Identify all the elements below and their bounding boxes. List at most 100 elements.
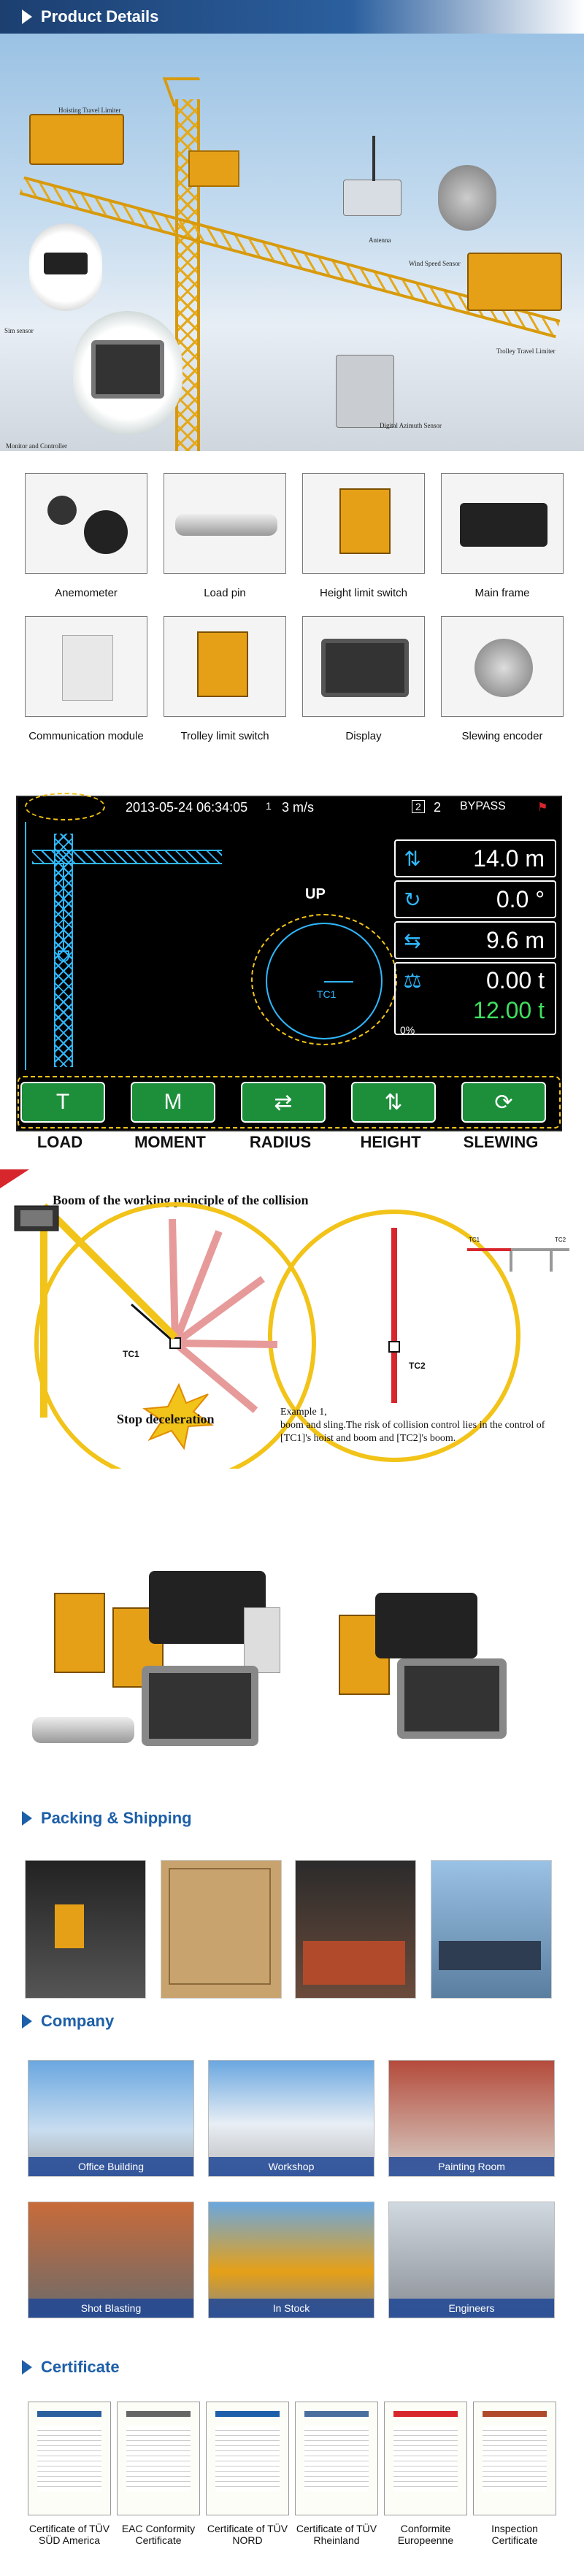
crane-top: [162, 77, 210, 107]
mini-tc1-label: TC1: [469, 1237, 480, 1243]
crane-id-label: TC1: [317, 988, 337, 1000]
main-frame-image: [441, 473, 564, 574]
height-button-label: HEIGHT: [360, 1133, 421, 1151]
button-bar-highlight: [18, 1076, 561, 1129]
load-value: 0.00 t: [485, 966, 545, 993]
company-photo-label: Painting Room: [389, 2157, 554, 2176]
certificate-image: [206, 2402, 289, 2515]
moment-button[interactable]: M: [131, 1082, 215, 1123]
product-details-heading: Product Details: [41, 7, 159, 26]
tc2-label: TC2: [409, 1361, 426, 1371]
slewing-button[interactable]: ⟳: [461, 1082, 546, 1123]
packing-photo-boxes: [161, 1860, 282, 1999]
crane-jib-icon: [32, 850, 222, 864]
trolley-limiter-image: [467, 253, 562, 311]
height-readout: ⇅ 14.0 m: [394, 839, 556, 877]
boom-ghost-4: [174, 1339, 278, 1348]
product-label: Slewing encoder: [461, 730, 543, 742]
corner-marker: [0, 1169, 29, 1188]
company-photo: In Stock: [208, 2202, 374, 2318]
certificate-caption: Certificate of TÜV NORD: [207, 2523, 288, 2546]
comm-module-photo: [244, 1607, 280, 1673]
packing-header: Packing & Shipping: [0, 1802, 584, 1835]
sim-sensor-device: [44, 253, 88, 274]
height-limit-switch-image: [302, 473, 425, 574]
anemometer-image: [25, 473, 147, 574]
mini-tc2-label: TC2: [555, 1237, 566, 1243]
wind-level: 1: [266, 800, 272, 812]
product-card: Load pin: [164, 473, 286, 599]
company-header: Company: [0, 2004, 584, 2038]
azimuth-sensor-image: [336, 355, 394, 428]
hardware-set-photo: [32, 1564, 514, 1753]
angle-readout: ↻ 0.0 °: [394, 880, 556, 918]
certificate-image: [117, 2402, 200, 2515]
load-readout: ⚖ 0.00 t 12.00 t 0%: [394, 962, 556, 1036]
company-heading: Company: [41, 2012, 115, 2030]
display-topbar: 2013-05-24 06:34:05 3 m/s 1 2 2 BYPASS ⚑: [18, 793, 564, 820]
certificate-image: [295, 2402, 378, 2515]
radius-button-label: RADIUS: [249, 1133, 312, 1151]
load-button[interactable]: T: [20, 1082, 105, 1123]
section-arrow-icon: [22, 1811, 32, 1826]
load-percent: 0%: [400, 1024, 415, 1036]
collision-diagram: Boom of the working principle of the col…: [0, 1162, 584, 1469]
radius-button[interactable]: ⇄: [241, 1082, 326, 1123]
display-thumb-screen: [20, 1210, 53, 1226]
product-label: Height limit switch: [319, 587, 408, 599]
company-photo: Office Building: [28, 2060, 194, 2177]
product-details-header: Product Details: [0, 0, 584, 34]
product-label: Main frame: [474, 587, 530, 599]
certificate-image: [473, 2402, 556, 2515]
hoisting-limiter-label: Hoisting Travel Limiter: [58, 107, 121, 114]
hoisting-limiter-image: [29, 114, 124, 165]
collision-title: Boom of the working principle of the col…: [53, 1193, 309, 1207]
tc1-label: TC1: [123, 1349, 139, 1359]
counter-jib: [131, 1303, 176, 1345]
boom-ghost-1: [169, 1218, 179, 1344]
load-icon: ⚖: [403, 969, 422, 992]
tc1-range-circle: [34, 1202, 316, 1469]
display-photo-2: [397, 1658, 507, 1739]
product-card: Anemometer: [25, 473, 147, 599]
stop-burst-icon: [142, 1383, 214, 1450]
company-photo-label: Shot Blasting: [28, 2299, 193, 2318]
mini-cranes: [467, 1248, 569, 1272]
product-label: Anemometer: [55, 587, 118, 599]
height-button[interactable]: ⇅: [351, 1082, 436, 1123]
certificate-image: [384, 2402, 467, 2515]
bypass-badge: BYPASS: [460, 800, 506, 812]
load-pin-image: [164, 473, 286, 574]
example-heading: Example 1,: [280, 1407, 327, 1418]
wind-sensor-image: [438, 165, 496, 231]
collision-example: Example 1, boom and sling.The risk of co…: [280, 1406, 572, 1445]
rated-load-value: 12.00 t: [473, 997, 545, 1023]
monitor-image: [91, 340, 164, 399]
tc1-mast: [169, 1337, 181, 1349]
boom-ghost-2: [172, 1230, 223, 1345]
certificate-caption: Certificate of TÜV SÜD America: [28, 2523, 110, 2546]
signal-line-2: [41, 1203, 178, 1340]
section-arrow-icon: [22, 9, 32, 24]
button-labels: LOAD MOMENT RADIUS HEIGHT SLEWING: [16, 1133, 562, 1155]
boom-ghost-3: [173, 1275, 265, 1347]
company-photo-label: Workshop: [209, 2157, 374, 2176]
company-photo-label: Engineers: [389, 2299, 554, 2318]
load-pin-photo: [32, 1717, 134, 1743]
crane-mast-icon: [25, 822, 26, 1070]
product-label: Load pin: [204, 587, 246, 599]
radius-readout: ⇆ 9.6 m: [394, 921, 556, 959]
display-datetime: 2013-05-24 06:34:05: [126, 800, 248, 815]
trolley-limit-switch-image: [164, 616, 286, 717]
section-arrow-icon: [22, 2360, 32, 2375]
radius-value: 9.6 m: [485, 926, 545, 953]
packing-heading: Packing & Shipping: [41, 1809, 192, 1827]
boom-ghost-5: [172, 1340, 258, 1413]
logo-highlight: [25, 793, 105, 820]
communication-module-image: [25, 616, 147, 717]
radius-icon: ⇆: [404, 928, 421, 952]
boom-line-icon: [324, 981, 353, 983]
azimuth-sensor-label: Digital Azimuth Sensor: [380, 422, 442, 429]
angle-icon: ↻: [404, 888, 421, 911]
